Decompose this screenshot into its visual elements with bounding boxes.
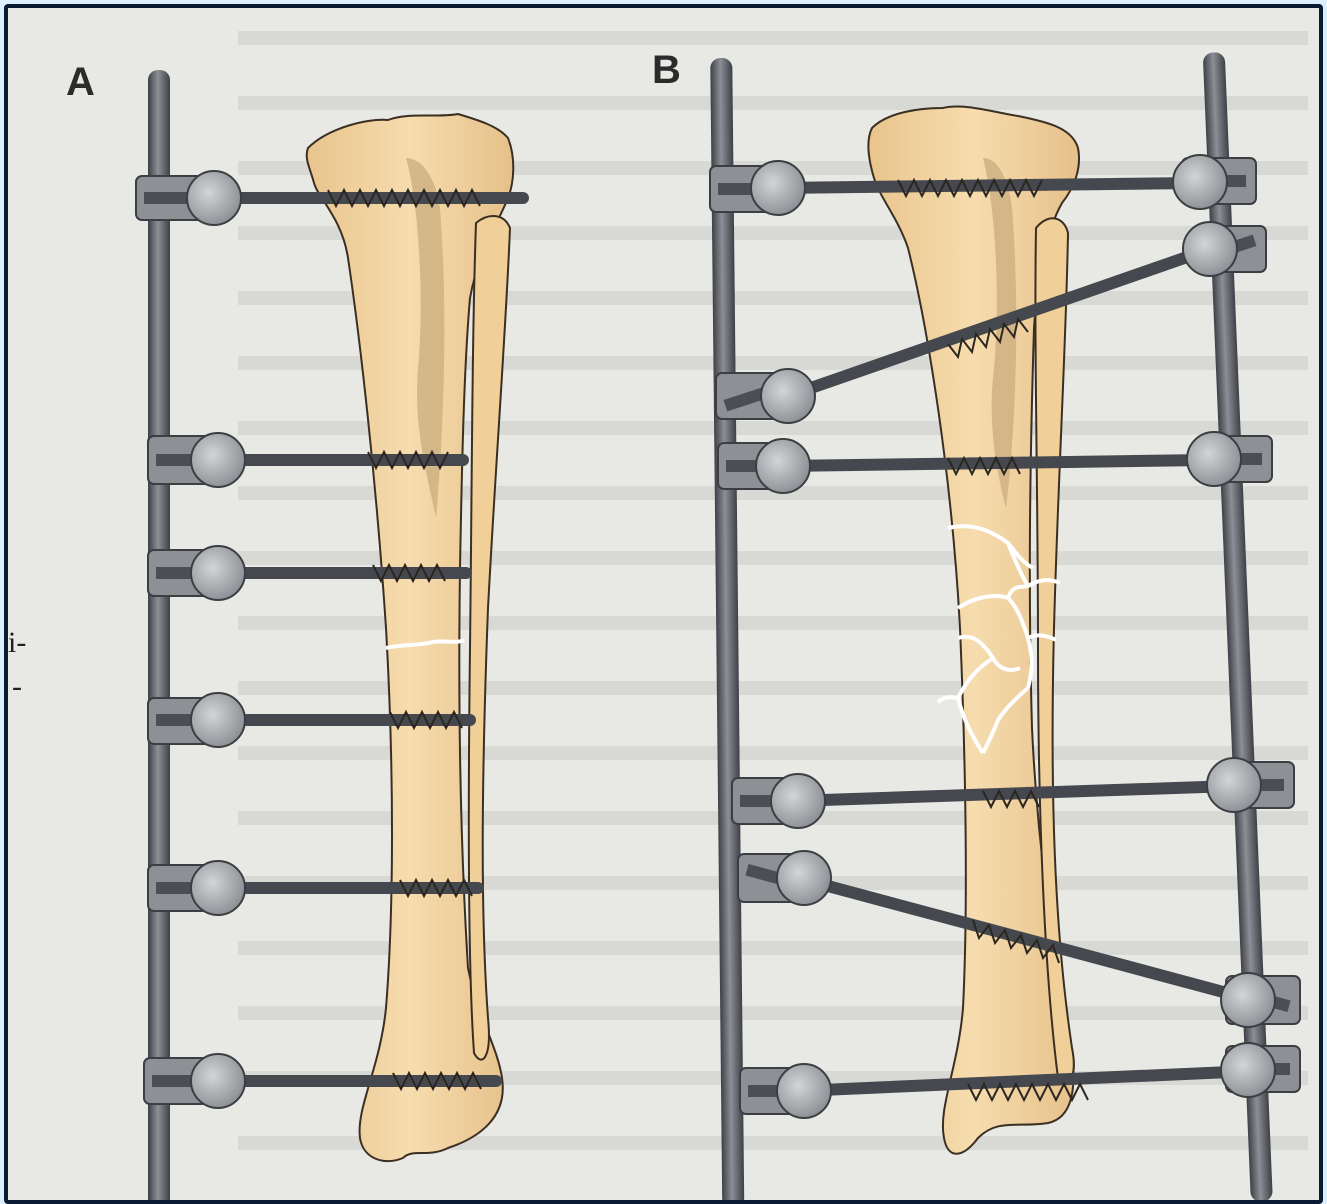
panel-b-label: B bbox=[652, 48, 681, 93]
fixator-illustration bbox=[8, 8, 1319, 1200]
margin-hyphen-1: i- bbox=[8, 626, 26, 660]
panel-a-fibula bbox=[469, 216, 510, 1060]
figure-frame: A B i- - bbox=[4, 4, 1323, 1204]
panel-a-rod bbox=[148, 70, 170, 1200]
panel-a-label: A bbox=[66, 60, 95, 105]
margin-hyphen-2: - bbox=[12, 670, 22, 704]
